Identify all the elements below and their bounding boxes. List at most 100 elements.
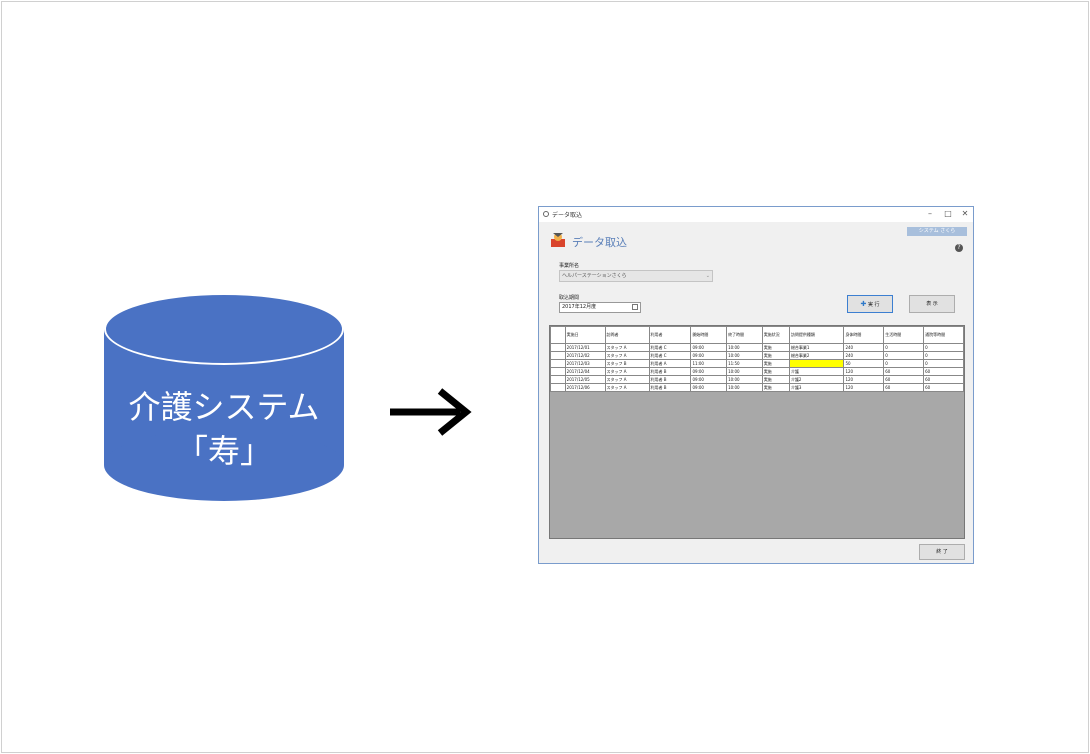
close-button[interactable]: ✕ [961, 209, 969, 218]
table-cell[interactable]: スタッフ A [604, 367, 650, 376]
column-header[interactable]: 終了時間 [726, 326, 763, 344]
table-cell[interactable]: 09:00 [690, 367, 728, 376]
system-badge: システム さくら [907, 227, 967, 236]
table-cell[interactable] [550, 383, 566, 392]
table-cell[interactable]: 09:00 [690, 383, 728, 392]
table-cell[interactable]: 60 [923, 383, 964, 392]
table-cell[interactable]: 0 [923, 343, 964, 352]
table-cell[interactable]: 利用者 A [648, 359, 692, 368]
period-date-field[interactable]: 2017年12月度 [559, 302, 641, 313]
table-cell[interactable]: 10:00 [726, 351, 763, 360]
office-label: 事業所名 [559, 263, 580, 269]
help-icon[interactable]: ? [955, 244, 963, 252]
table-cell[interactable]: 0 [883, 351, 925, 360]
table-cell[interactable]: 介護3 [788, 383, 845, 392]
table-cell[interactable] [550, 367, 566, 376]
table-cell[interactable]: 0 [923, 359, 964, 368]
table-cell[interactable]: 11:00 [690, 359, 728, 368]
table-cell[interactable]: 60 [923, 375, 964, 384]
table-cell[interactable]: スタッフ A [604, 383, 650, 392]
table-cell[interactable]: 2017/12/06 [564, 383, 606, 392]
table-cell[interactable]: 10:00 [726, 343, 763, 352]
table-cell[interactable]: 60 [883, 383, 925, 392]
maximize-button[interactable]: □ [944, 209, 952, 218]
column-header[interactable]: 身体時間 [843, 326, 885, 344]
table-cell[interactable]: 実施 [761, 343, 790, 352]
table-header-row: 実施日訪問者利用者開始時間終了時間実施状況訪問提供種類身体時間生活時間通院等時間 [550, 326, 964, 344]
table-cell[interactable] [550, 359, 566, 368]
table-cell[interactable]: 240 [843, 351, 885, 360]
table-cell[interactable]: 0 [923, 351, 964, 360]
table-cell[interactable]: 2017/12/05 [564, 375, 606, 384]
table-cell[interactable]: 利用者 B [648, 367, 692, 376]
column-header[interactable]: 訪問提供種類 [788, 326, 845, 344]
table-cell[interactable]: 09:00 [690, 375, 728, 384]
table-cell[interactable]: 実施 [761, 359, 790, 368]
table-cell[interactable] [550, 343, 566, 352]
column-header[interactable]: 利用者 [648, 326, 692, 344]
table-cell[interactable]: 60 [883, 375, 925, 384]
table-cell[interactable]: 総合事業1 [788, 343, 845, 352]
table-cell[interactable]: 10:00 [726, 375, 763, 384]
column-header[interactable]: 訪問者 [604, 326, 650, 344]
table-cell[interactable]: 2017/12/01 [564, 343, 606, 352]
table-cell[interactable]: 240 [843, 343, 885, 352]
table-cell[interactable]: スタッフ A [604, 343, 650, 352]
table-cell[interactable] [788, 359, 845, 368]
table-cell[interactable] [550, 351, 566, 360]
calendar-icon[interactable] [632, 304, 638, 310]
table-cell[interactable] [550, 375, 566, 384]
column-header[interactable]: 実施状況 [761, 326, 790, 344]
table-cell[interactable]: 60 [883, 367, 925, 376]
table-cell[interactable]: 60 [923, 367, 964, 376]
table-cell[interactable]: 0 [883, 343, 925, 352]
table-cell[interactable]: 実施 [761, 375, 790, 384]
table-cell[interactable]: 利用者 B [648, 375, 692, 384]
app-icon [543, 211, 549, 217]
table-cell[interactable]: 0 [883, 359, 925, 368]
table-cell[interactable]: 50 [843, 359, 885, 368]
table-cell[interactable]: 介護2 [788, 375, 845, 384]
table-cell[interactable]: スタッフ A [604, 375, 650, 384]
data-grid[interactable]: 実施日訪問者利用者開始時間終了時間実施状況訪問提供種類身体時間生活時間通院等時間… [549, 325, 965, 539]
show-button[interactable]: 表 示 [909, 295, 955, 313]
execute-button[interactable]: ✚ 実 行 [847, 295, 893, 313]
table-cell[interactable]: 利用者 C [648, 343, 692, 352]
office-select[interactable]: ヘルパーステーションさくら ⌄ [559, 270, 713, 282]
table-cell[interactable]: 2017/12/04 [564, 367, 606, 376]
table-cell[interactable]: 実施 [761, 383, 790, 392]
table-cell[interactable]: 利用者 C [648, 351, 692, 360]
table-cell[interactable]: 120 [843, 375, 885, 384]
column-header[interactable]: 実施日 [564, 326, 606, 344]
table-cell[interactable]: 120 [843, 367, 885, 376]
table-cell[interactable]: 総合事業2 [788, 351, 845, 360]
cylinder-top [104, 293, 344, 365]
table-cell[interactable]: 2017/12/03 [564, 359, 606, 368]
table-cell[interactable]: スタッフ A [604, 351, 650, 360]
column-header[interactable]: 開始時間 [690, 326, 728, 344]
table-cell[interactable]: スタッフ B [604, 359, 650, 368]
end-button[interactable]: 終 了 [919, 544, 965, 560]
table-cell[interactable]: 利用者 B [648, 383, 692, 392]
column-header[interactable]: 通院等時間 [923, 326, 964, 344]
column-header[interactable]: 生活時間 [883, 326, 925, 344]
table-cell[interactable]: 10:00 [726, 383, 763, 392]
table-cell[interactable]: 2017/12/02 [564, 351, 606, 360]
table-cell[interactable]: 11:50 [726, 359, 763, 368]
table-cell[interactable]: 10:00 [726, 367, 763, 376]
table-cell[interactable]: 09:00 [690, 351, 728, 360]
table-cell[interactable]: 09:00 [690, 343, 728, 352]
period-date-value: 2017年12月度 [562, 304, 597, 310]
column-header[interactable] [550, 326, 566, 344]
minimize-button[interactable]: – [928, 209, 932, 218]
table-cell[interactable]: 実施 [761, 367, 790, 376]
table-cell[interactable]: 実施 [761, 351, 790, 360]
table-cell[interactable]: 介護 [788, 367, 845, 376]
table-cell[interactable]: 120 [843, 383, 885, 392]
